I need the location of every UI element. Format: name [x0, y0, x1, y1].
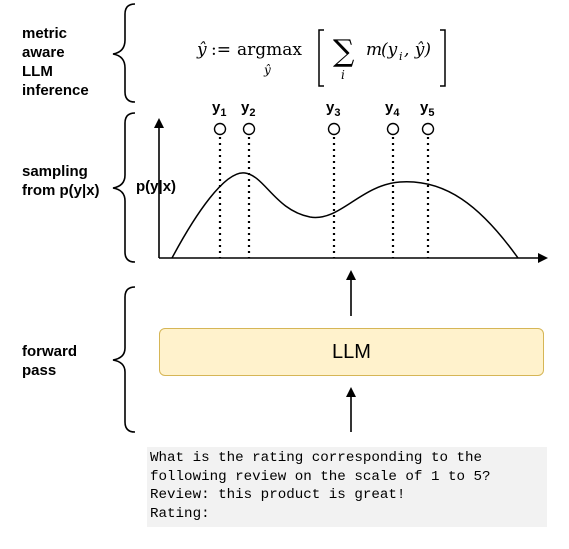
sample-letter: y — [385, 99, 394, 116]
formula: ŷ := argmax ŷ ∑ i m (y i , ŷ) — [196, 29, 446, 87]
llm-label: LLM — [332, 340, 371, 363]
formula-left-bracket — [318, 29, 324, 87]
sample-subscript: 3 — [334, 107, 340, 119]
sample-point — [386, 122, 400, 136]
prompt-line: following review on the scale of 1 to 5? — [150, 468, 491, 485]
sample-label: y3 — [326, 99, 340, 119]
formula-term-i: i — [399, 50, 403, 63]
sample-y2: y2 — [241, 99, 255, 258]
label-forward-pass: forward pass — [22, 343, 78, 379]
sample-y4: y4 — [385, 99, 400, 258]
formula-term-m: m — [366, 40, 382, 60]
brace-metric — [112, 3, 136, 103]
sample-label: y2 — [241, 99, 255, 119]
sample-subscript: 1 — [220, 107, 226, 119]
formula-sum: ∑ — [333, 34, 355, 69]
formula-argmax-sub: ŷ — [263, 63, 271, 77]
sample-letter: y — [212, 99, 221, 116]
label-sampling: sampling from p(y|x) — [22, 163, 100, 199]
formula-argmax: argmax — [237, 40, 302, 60]
brace-sampling — [112, 112, 136, 263]
sample-y1: y1 — [212, 99, 226, 258]
sample-point — [242, 122, 256, 136]
prompt-line: Review: this product is great! — [150, 487, 406, 503]
sample-point — [213, 122, 227, 136]
sample-label: y4 — [385, 99, 400, 119]
y-axis-label: p(y|x) — [136, 178, 176, 195]
sample-label: y5 — [420, 99, 434, 119]
sample-subscript: 2 — [249, 107, 255, 119]
llm-box: LLM — [159, 328, 544, 376]
sample-letter: y — [326, 99, 335, 116]
sample-y5: y5 — [420, 99, 434, 258]
formula-right-bracket — [440, 29, 446, 87]
label-metric-aware-inference: metric aware LLM inference — [22, 25, 89, 99]
formula-sum-sub: i — [341, 68, 345, 82]
sample-letter: y — [241, 99, 250, 116]
sample-label: y1 — [212, 99, 226, 119]
sample-subscript: 5 — [428, 107, 434, 119]
brace-forward — [112, 286, 136, 433]
sample-subscript: 4 — [393, 107, 400, 119]
sample-y3: y3 — [326, 99, 340, 258]
formula-assign: := — [211, 40, 231, 60]
distribution-curve — [171, 172, 519, 259]
prompt-line: What is the rating corresponding to the — [150, 450, 483, 466]
sample-letter: y — [420, 99, 429, 116]
sample-point — [421, 122, 435, 136]
prompt-line: Rating: — [150, 505, 210, 522]
prompt-text-box: What is the rating corresponding to the f… — [147, 447, 547, 527]
sample-point — [327, 122, 341, 136]
formula-term-args: (y — [381, 40, 398, 60]
formula-term-rest: , ŷ) — [404, 40, 431, 60]
formula-y-hat: ŷ — [196, 40, 207, 60]
